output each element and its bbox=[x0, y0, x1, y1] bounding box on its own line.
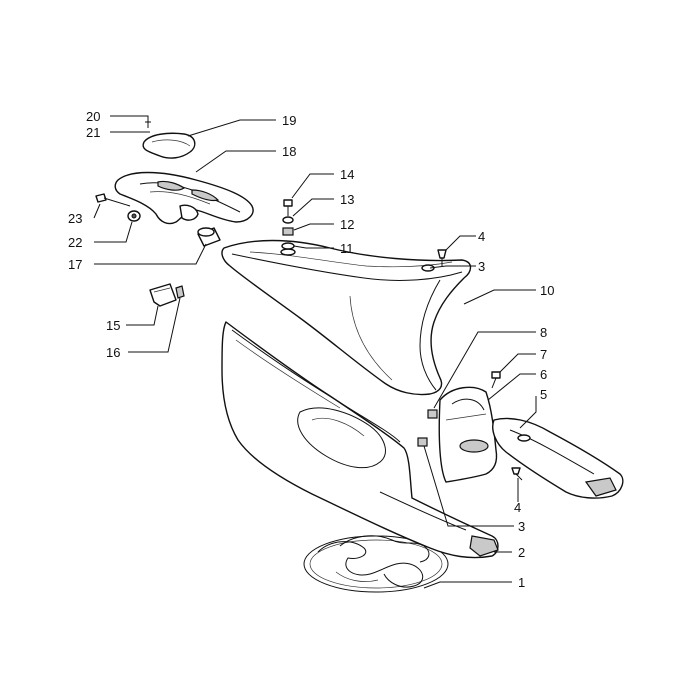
part-23-bolt bbox=[95, 193, 131, 207]
callout-16: 16 bbox=[106, 345, 120, 360]
part-22-washer bbox=[127, 210, 141, 222]
part-2-lower-fairing bbox=[221, 321, 499, 559]
callout-19: 19 bbox=[282, 113, 296, 128]
callout-4-lower: 4 bbox=[514, 500, 521, 515]
part-19-cover-cap bbox=[142, 132, 196, 159]
part-13-washer bbox=[282, 216, 294, 224]
callout-7: 7 bbox=[540, 347, 547, 362]
callout-22: 22 bbox=[68, 235, 82, 250]
part-5-rear-lower-piece bbox=[492, 417, 624, 499]
part-4-screw-upper bbox=[437, 249, 447, 266]
callout-6: 6 bbox=[540, 367, 547, 382]
part-8-clip bbox=[427, 409, 438, 419]
callout-5: 5 bbox=[540, 387, 547, 402]
callout-3-upper: 3 bbox=[478, 259, 485, 274]
part-4-screw-lower bbox=[511, 467, 523, 481]
part-6-inner-panel bbox=[438, 386, 498, 483]
callout-4-upper: 4 bbox=[478, 229, 485, 244]
part-18-grab-rail bbox=[114, 171, 254, 225]
callout-14: 14 bbox=[340, 167, 354, 182]
callout-13: 13 bbox=[340, 192, 354, 207]
part-3-clip-lower bbox=[417, 437, 428, 447]
callout-17: 17 bbox=[68, 257, 82, 272]
callout-labels: 20 21 19 18 14 13 12 11 23 22 17 15 16 4… bbox=[68, 109, 554, 590]
part-15-clip bbox=[149, 283, 177, 307]
part-7-screw bbox=[491, 371, 501, 389]
part-14-screw bbox=[283, 199, 293, 216]
callout-15: 15 bbox=[106, 318, 120, 333]
part-16-bracket bbox=[175, 285, 185, 299]
callout-11: 11 bbox=[340, 241, 354, 256]
part-12-nut bbox=[282, 227, 294, 236]
callout-3-lower: 3 bbox=[518, 519, 525, 534]
callout-8: 8 bbox=[540, 325, 547, 340]
callout-23: 23 bbox=[68, 211, 82, 226]
part-11-grommet bbox=[281, 242, 295, 250]
callout-21: 21 bbox=[86, 125, 100, 140]
callout-18: 18 bbox=[282, 144, 296, 159]
callout-1: 1 bbox=[518, 575, 525, 590]
callout-2: 2 bbox=[518, 545, 525, 560]
part-17-bushing bbox=[197, 227, 221, 247]
part-1-decal bbox=[303, 535, 449, 593]
callout-10: 10 bbox=[540, 283, 554, 298]
callout-12: 12 bbox=[340, 217, 354, 232]
leader-lines bbox=[93, 115, 537, 589]
callout-20: 20 bbox=[86, 109, 100, 124]
part-10-rear-body-panel bbox=[221, 239, 472, 396]
